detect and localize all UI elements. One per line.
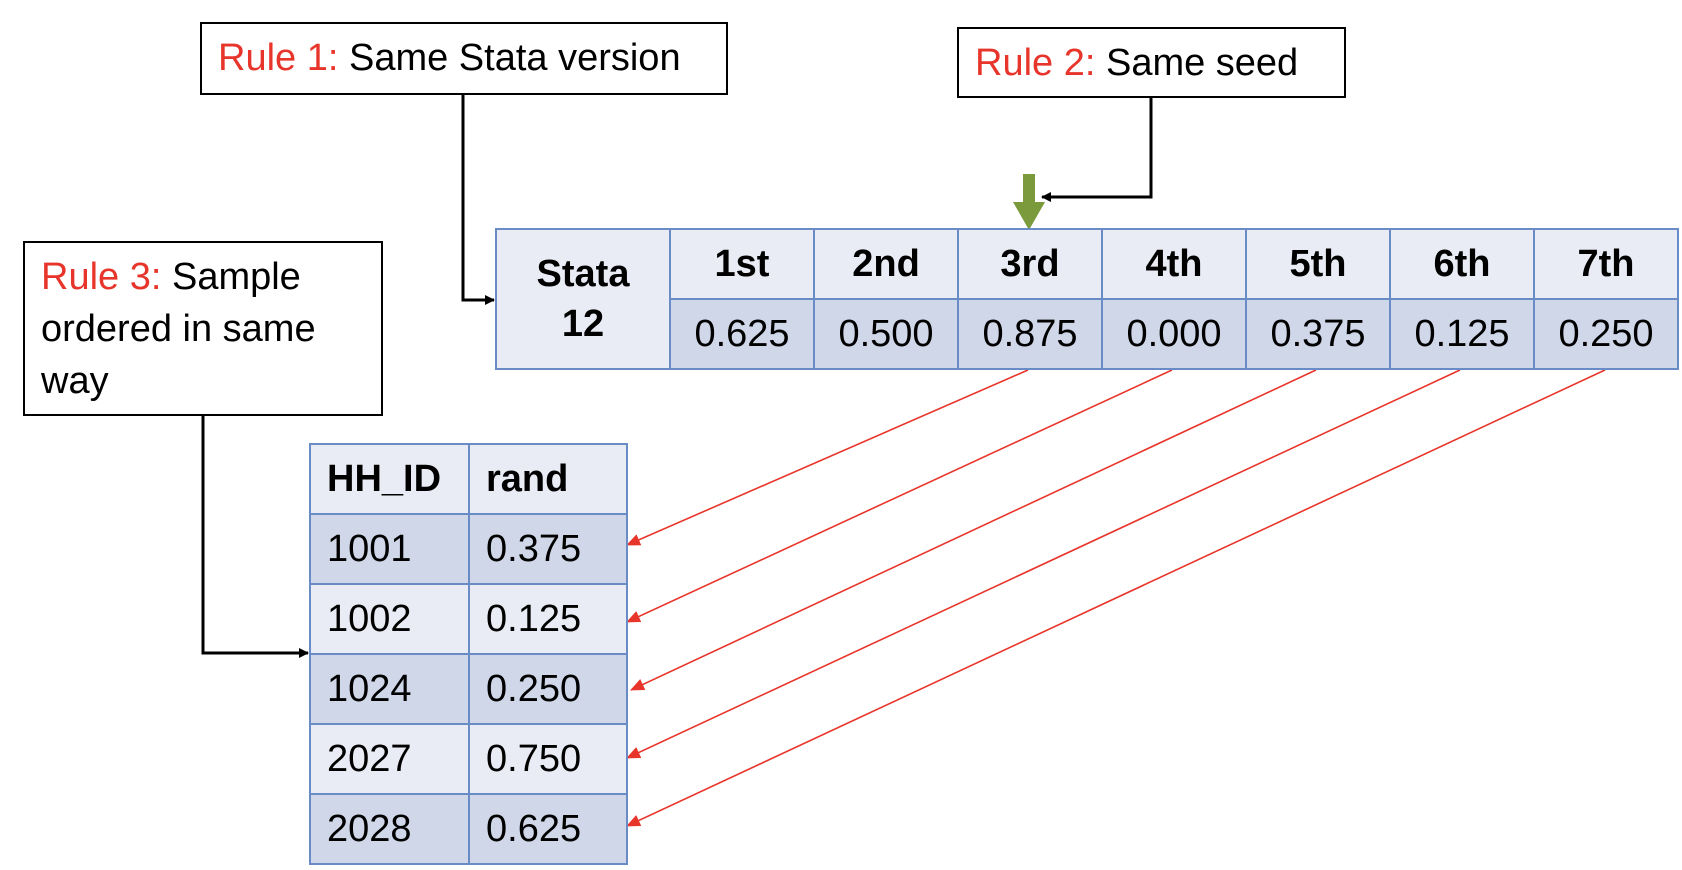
draw-order-row: Stata 12 1st 2nd 3rd 4th 5th 6th 7th xyxy=(495,228,1679,370)
rand-cell: 0.125 xyxy=(468,583,628,655)
stata-header-line1: Stata xyxy=(536,253,630,295)
hh-id-cell: 1001 xyxy=(309,513,470,585)
draw-order-cell: 7th xyxy=(1533,228,1679,300)
rule1-text: Same Stata version xyxy=(348,37,681,79)
draw-value-cell: 0.250 xyxy=(1533,298,1679,370)
rule2-connector-arrow xyxy=(1041,98,1153,202)
mapping-arrow-5th-to-1024 xyxy=(630,369,1317,691)
table-row: 2027 0.750 xyxy=(309,723,628,795)
draw-value-row: 0.625 0.500 0.875 0.000 0.375 0.125 0.25… xyxy=(496,298,1679,370)
column-header-hh-id: HH_ID xyxy=(309,443,470,515)
rule3-text: Sample ordered in same way xyxy=(41,256,316,402)
hh-id-cell: 1024 xyxy=(309,653,470,725)
rand-cell: 0.750 xyxy=(468,723,628,795)
column-header-rand: rand xyxy=(468,443,628,515)
draw-value-cell: 0.375 xyxy=(1245,298,1391,370)
hh-id-cell: 2028 xyxy=(309,793,470,865)
table-header-row: HH_ID rand xyxy=(309,443,628,515)
hh-id-cell: 1002 xyxy=(309,583,470,655)
draw-order-cell: 5th xyxy=(1245,228,1391,300)
table-row: 1002 0.125 xyxy=(309,583,628,655)
mapping-arrow-3rd-to-1001 xyxy=(626,369,1029,546)
rule1-connector-arrow xyxy=(461,95,495,305)
draw-value-cell: 0.125 xyxy=(1389,298,1535,370)
hh-id-cell: 2027 xyxy=(309,723,470,795)
rand-cell: 0.250 xyxy=(468,653,628,725)
stata-header-line2: 12 xyxy=(561,303,605,345)
rule3-connector-arrow xyxy=(201,416,309,658)
draw-order-cell: 6th xyxy=(1389,228,1535,300)
rand-cell: 0.625 xyxy=(468,793,628,865)
household-table: HH_ID rand 1001 0.375 1002 0.125 1024 0.… xyxy=(309,443,628,865)
table-row: 2028 0.625 xyxy=(309,793,628,865)
table-row: 1024 0.250 xyxy=(309,653,628,725)
stata-version-header: Stata 12 xyxy=(495,228,671,370)
draw-value-cell: 0.500 xyxy=(813,298,959,370)
draw-order-cell: 3rd xyxy=(957,228,1103,300)
draw-value-cell: 0.000 xyxy=(1101,298,1247,370)
rule2-text: Same seed xyxy=(1105,42,1299,84)
draw-value-cell: 0.875 xyxy=(957,298,1103,370)
rule1-callout: Rule 1: Same Stata version xyxy=(200,22,728,95)
draw-order-cell: 1st xyxy=(669,228,815,300)
rule2-callout: Rule 2: Same seed xyxy=(957,27,1346,98)
mapping-arrow-7th-to-2028 xyxy=(626,369,1606,827)
rand-cell: 0.375 xyxy=(468,513,628,585)
draw-value-cell: 0.625 xyxy=(669,298,815,370)
seed-start-arrow-icon xyxy=(1013,174,1045,230)
stata-draw-sequence-table: Stata 12 1st 2nd 3rd 4th 5th 6th 7th 0.6… xyxy=(495,228,1679,370)
table-row: 1001 0.375 xyxy=(309,513,628,585)
rule3-label: Rule 3: xyxy=(41,256,162,298)
draw-order-cell: 4th xyxy=(1101,228,1247,300)
mapping-arrow-4th-to-1002 xyxy=(626,369,1173,623)
draw-order-cell: 2nd xyxy=(813,228,959,300)
rule2-label: Rule 2: xyxy=(975,42,1096,84)
mapping-arrow-6th-to-2027 xyxy=(626,369,1461,759)
rule3-callout: Rule 3: Sample ordered in same way xyxy=(23,241,383,416)
rule1-label: Rule 1: xyxy=(218,37,339,79)
